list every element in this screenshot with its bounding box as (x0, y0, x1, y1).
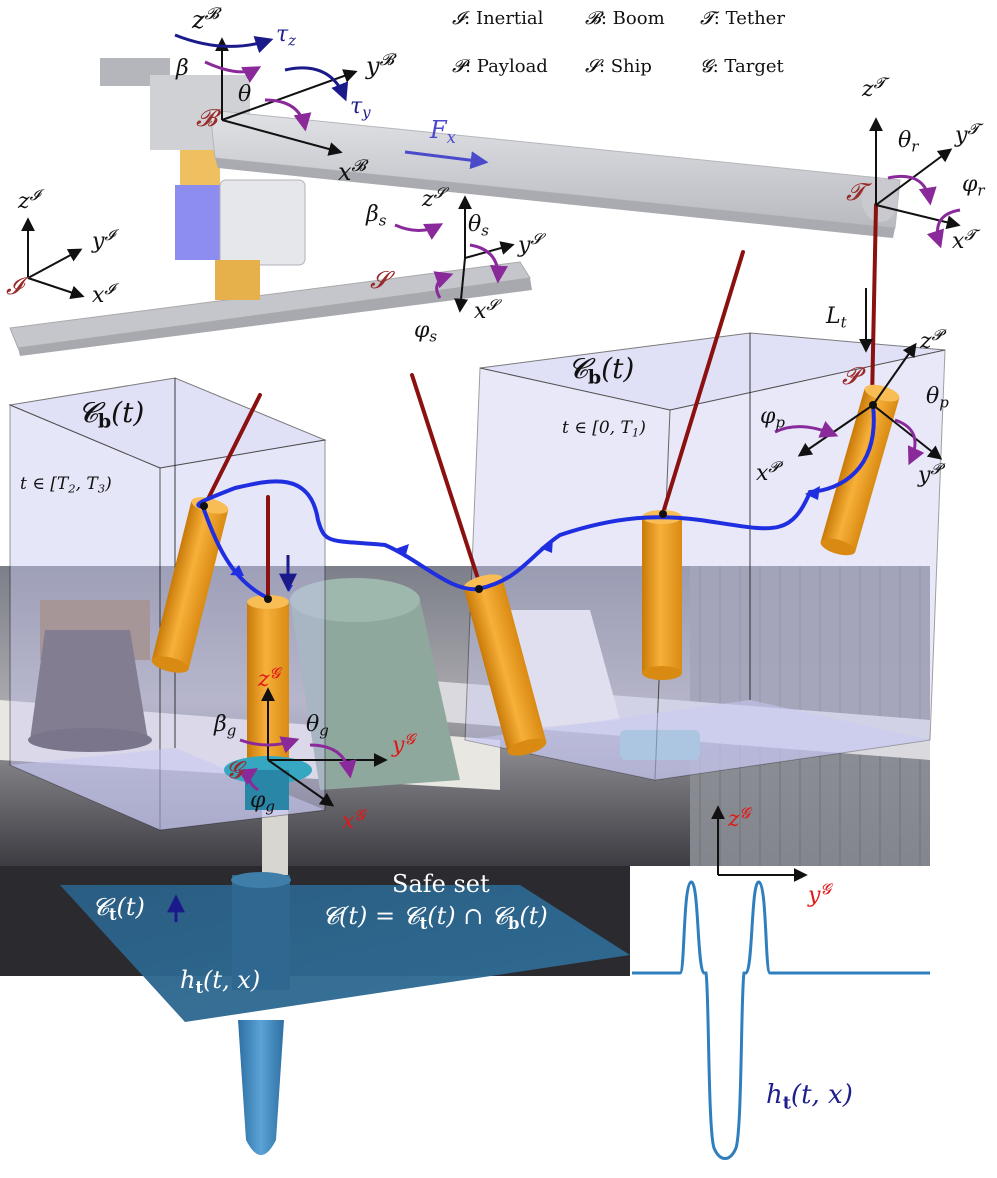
payload-phi-label: φp (760, 404, 785, 432)
legend-payload: 𝓟: Payload (452, 56, 548, 77)
tether-x-label: x𝓣 (952, 226, 976, 255)
payload-theta-label: θp (926, 384, 949, 412)
payload-cylinder-3 (463, 574, 547, 756)
boom-z-label: z𝓑 (192, 4, 220, 34)
boom-tau-y-label: τy (350, 94, 371, 122)
payload-cylinder-2 (642, 510, 682, 680)
tether-rotations (887, 175, 961, 249)
legend-boom: 𝓑: Boom (585, 8, 665, 29)
target-phi-label: φg (250, 788, 275, 816)
inset-curve-label: ht(t, x) (766, 1080, 853, 1114)
inertial-origin-label: 𝓘 (6, 272, 23, 300)
target-theta-label: θg (306, 712, 329, 740)
target-x-label: x𝓖 (342, 806, 365, 835)
legend-tether: 𝓣: Tether (700, 8, 785, 29)
legend-inertial: 𝓘: Inertial (452, 8, 544, 29)
tether-z-label: z𝓣 (862, 74, 886, 103)
legend-target: 𝓖: Target (700, 56, 784, 77)
tether-y-label: y𝓣 (955, 120, 979, 149)
ship-theta-label: θs (468, 212, 489, 240)
boom-y-label: y𝓑 (366, 50, 394, 80)
inertial-z-label: z𝓘 (18, 186, 40, 215)
inset-y-label: y𝓖 (808, 880, 831, 909)
payload-origin-label: 𝓟 (842, 362, 860, 390)
inertial-y-label: y𝓘 (92, 226, 115, 255)
inset-plot (630, 805, 932, 1166)
payload-y-label: y𝓟 (918, 460, 942, 489)
tethers (203, 203, 878, 602)
inertial-x-label: x𝓘 (92, 280, 115, 309)
legend-ship: 𝓢: Ship (585, 56, 652, 77)
ht-surface-label: ht(t, x) (180, 966, 261, 997)
tether-length-label: Lt (826, 304, 847, 332)
safe-set-formula: 𝓒(t) = 𝓒t(t) ∩ 𝓒b(t) (322, 902, 548, 933)
target-origin-label: 𝓖 (226, 756, 243, 784)
safe-set-title: Safe set (392, 870, 490, 898)
ship-rail (9, 261, 532, 356)
boom-theta-label: θ (238, 82, 252, 107)
tether-origin-label: 𝓣 (846, 178, 865, 206)
boom-motor-assembly (100, 58, 306, 300)
tether-theta-label: θr (898, 128, 919, 156)
tether-middle-copy (410, 373, 482, 587)
ship-origin-label: 𝓢 (370, 266, 389, 294)
payload-z-label: z𝓟 (920, 326, 943, 355)
boom-beta-label: β (176, 56, 189, 81)
boom-arm (209, 109, 901, 238)
ship-z-label: z𝓢 (422, 184, 446, 213)
tether-phi-label: φr (962, 172, 985, 200)
barrier-curve (632, 880, 930, 1160)
safe-set-surface (60, 872, 630, 1155)
boom-force-label: Fx (430, 116, 456, 147)
boom-rotations (174, 33, 489, 170)
boom-x-label: x𝓑 (338, 156, 366, 186)
target-frame-axes (261, 687, 388, 807)
payload-rotations (774, 418, 925, 466)
payload-trajectory (196, 404, 876, 600)
target-rotations (238, 736, 357, 792)
ship-x-label: x𝓢 (474, 296, 498, 325)
inset-z-label: z𝓖 (728, 804, 751, 833)
target-beta-label: βg (214, 712, 237, 740)
right-box-label: 𝓒b(t) (568, 352, 635, 389)
tether-main (870, 203, 878, 402)
payload-x-label: x𝓟 (756, 458, 780, 487)
target-y-label: y𝓖 (392, 730, 415, 759)
inertial-frame-axes (21, 217, 85, 300)
ship-phi-label: φs (414, 318, 438, 346)
left-box-interval: t ∈ [T2, T3) (20, 474, 112, 496)
target-z-label: z𝓖 (258, 664, 281, 693)
left-box-label: 𝓒b(t) (78, 396, 145, 433)
tether-right-copy (661, 250, 745, 515)
ship-y-label: y𝓢 (518, 230, 543, 259)
ship-rotations (394, 223, 508, 299)
boom-tau-z-label: τz (276, 22, 297, 50)
tether-left-copy (203, 393, 262, 507)
ct-label: 𝓒t(t) (92, 893, 145, 924)
ship-beta-label: βs (366, 202, 387, 230)
right-box-interval: t ∈ [0, T1) (562, 418, 646, 440)
boom-origin-label: 𝓑 (196, 104, 218, 132)
